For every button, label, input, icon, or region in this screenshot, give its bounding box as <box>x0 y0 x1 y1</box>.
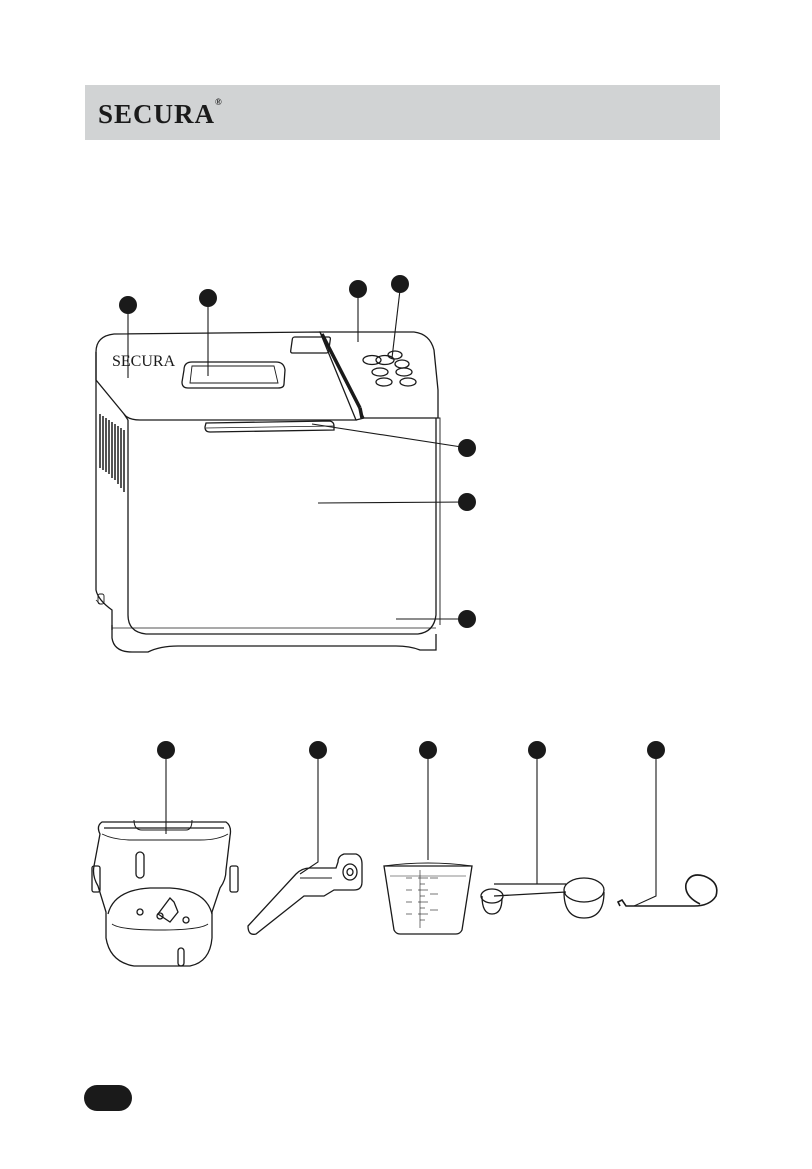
callout-marker <box>157 741 175 759</box>
callout-marker <box>391 275 409 293</box>
bread-pan-icon <box>92 820 238 966</box>
callout-marker <box>309 741 327 759</box>
measuring-spoon-icon <box>481 878 604 918</box>
callout-marker <box>647 741 665 759</box>
bread-maker-illustration <box>96 332 440 652</box>
blade-hook-icon <box>618 875 717 906</box>
callout-marker <box>528 741 546 759</box>
page-number-tab <box>84 1085 132 1111</box>
callout-marker <box>349 280 367 298</box>
callout-markers <box>119 275 665 759</box>
callout-marker <box>458 610 476 628</box>
kneading-blade-icon <box>248 854 362 934</box>
lid-brand-text: SECURA <box>112 353 176 370</box>
callout-marker <box>419 741 437 759</box>
measuring-cup-icon <box>384 863 472 934</box>
callout-marker <box>119 296 137 314</box>
callout-marker <box>458 439 476 457</box>
callout-marker <box>458 493 476 511</box>
callout-marker <box>199 289 217 307</box>
